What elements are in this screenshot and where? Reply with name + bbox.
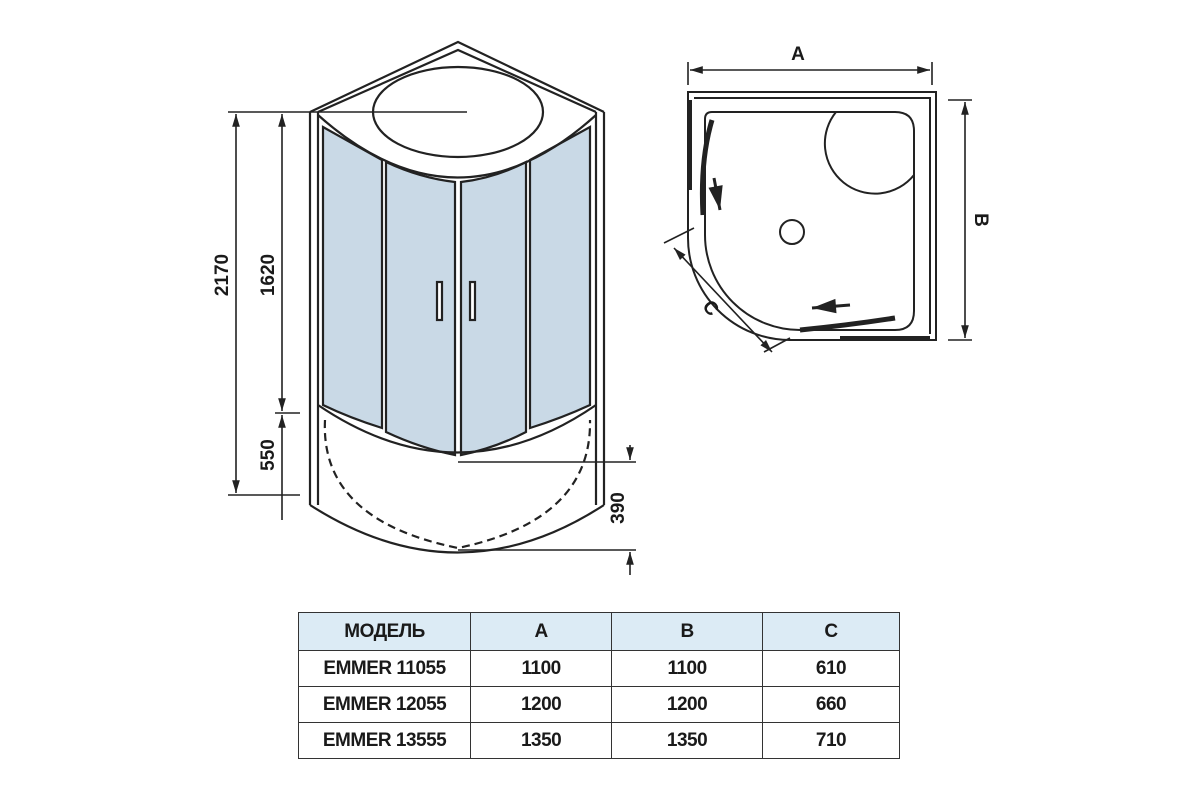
glass-right-panel <box>528 125 592 430</box>
cell-c: 660 <box>762 686 900 723</box>
front-view-drawing <box>308 40 606 554</box>
sliding-arrow-left <box>708 177 723 211</box>
header-c: C <box>762 612 900 651</box>
cell-b: 1200 <box>611 686 764 723</box>
table-row: EMMER 12055 1200 1200 660 <box>297 686 900 723</box>
cell-b: 1100 <box>611 650 764 687</box>
model-dimensions-table: МОДЕЛЬ A B C EMMER 11055 1100 1100 610 E… <box>297 612 900 759</box>
dim-c-label: C <box>698 296 723 320</box>
glass-door-left <box>384 160 457 457</box>
dim-b-label: B <box>970 213 991 227</box>
header-b: B <box>611 612 764 651</box>
table-row: EMMER 13555 1350 1350 710 <box>297 722 900 759</box>
drain <box>779 219 805 245</box>
dim-glass-height: 1620 <box>258 254 279 296</box>
cell-c: 710 <box>762 722 900 759</box>
glass-left-panel <box>321 125 384 430</box>
sliding-arrow-bottom <box>811 298 851 314</box>
cell-model: EMMER 13555 <box>297 722 472 759</box>
header-a: A <box>470 612 613 651</box>
dim-tray-height: 550 <box>258 439 279 471</box>
cell-model: EMMER 11055 <box>297 650 472 687</box>
table-header-row: МОДЕЛЬ A B C <box>297 612 900 651</box>
cell-model: EMMER 12055 <box>297 686 472 723</box>
plan-dimensions <box>663 62 972 353</box>
cell-a: 1200 <box>470 686 613 723</box>
dim-a-label: A <box>791 44 805 65</box>
cell-c: 610 <box>762 650 900 687</box>
table-row: EMMER 11055 1100 1100 610 <box>297 650 900 687</box>
door-handle-right <box>468 280 477 322</box>
dim-total-height: 2170 <box>212 254 233 296</box>
cell-b: 1350 <box>611 722 764 759</box>
diagram-canvas: 2170 1620 550 390 A B C <box>212 40 991 575</box>
front-dimensions <box>228 111 636 575</box>
door-handle-left <box>435 280 444 322</box>
cell-a: 1350 <box>470 722 613 759</box>
dim-tray-depth: 390 <box>608 492 629 524</box>
header-model: МОДЕЛЬ <box>297 612 472 651</box>
tray-dashed-outline <box>323 419 592 550</box>
cell-a: 1100 <box>470 650 613 687</box>
